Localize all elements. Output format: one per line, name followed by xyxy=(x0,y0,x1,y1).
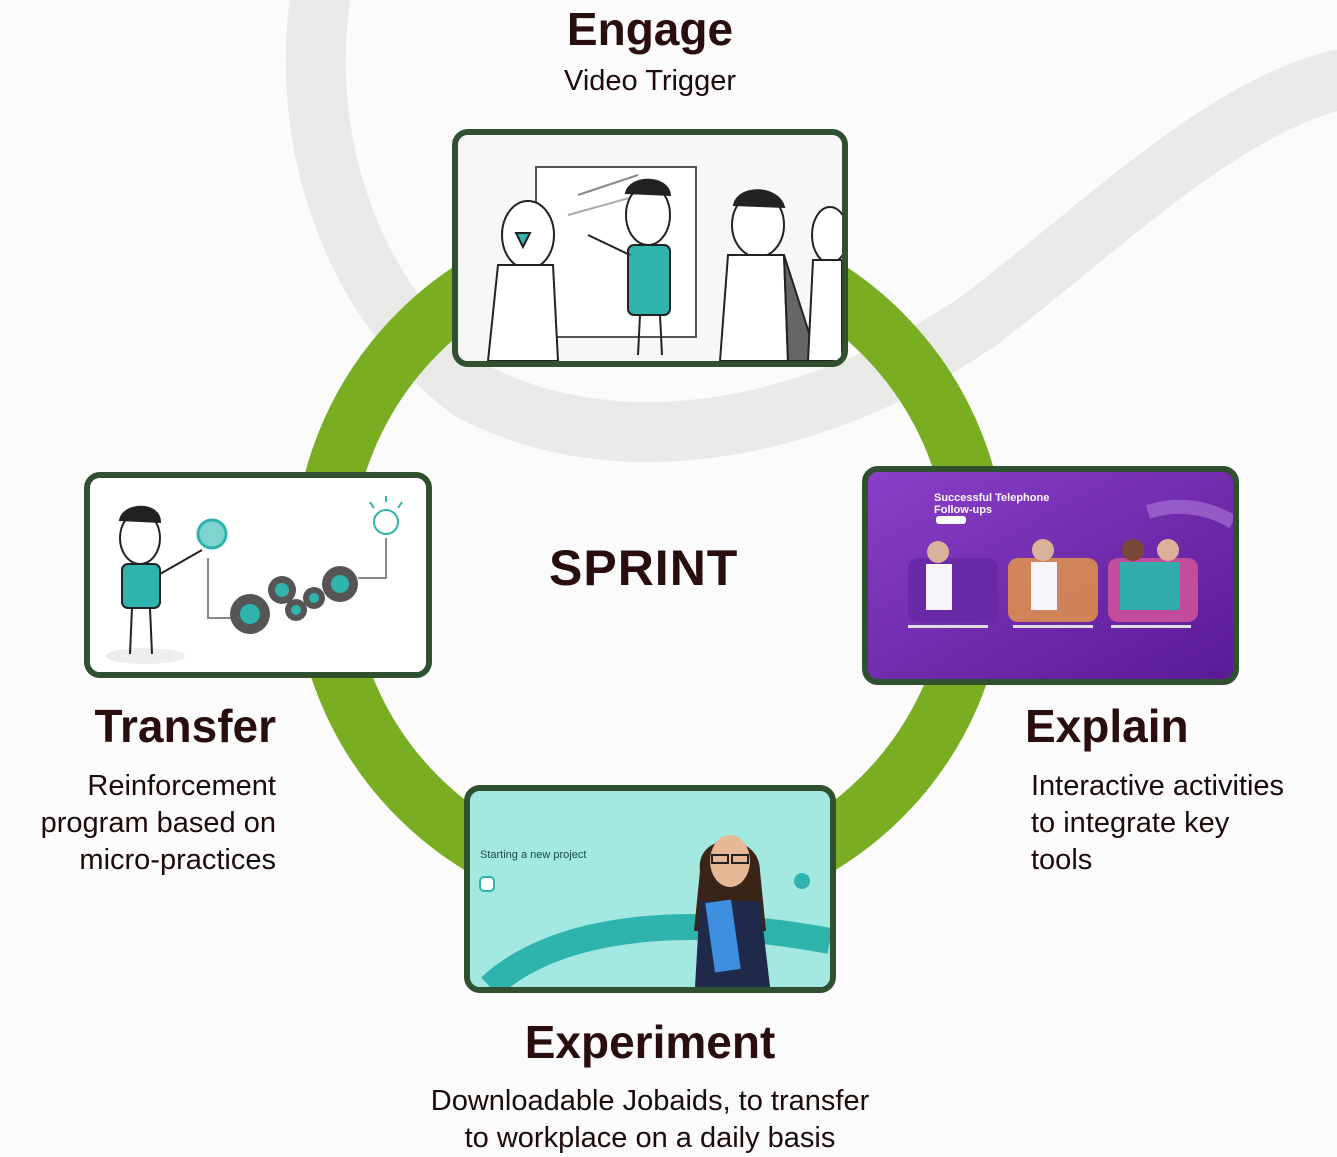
transfer-title: Transfer xyxy=(94,700,276,752)
transfer-character xyxy=(118,505,203,655)
explain-people xyxy=(908,539,1198,622)
person-left xyxy=(486,200,560,361)
explain-card-title: Successful Telephone Follow-ups xyxy=(934,492,1050,516)
engage-subtitle: Video Trigger xyxy=(564,65,736,97)
background-swoosh xyxy=(285,0,1337,463)
lightbulb-icon xyxy=(369,496,403,535)
engage-video-card[interactable] xyxy=(452,129,848,367)
explain-description: Interactive activities to integrate key … xyxy=(1031,770,1285,876)
experiment-jobaid-card[interactable]: Starting a new project xyxy=(464,785,836,993)
explain-activity-card[interactable]: Successful Telephone Follow-ups xyxy=(862,466,1239,685)
transfer-description: Reinforcement program based on micro-pra… xyxy=(40,770,276,876)
experiment-card-title: Starting a new project xyxy=(480,849,587,861)
transfer-program-card[interactable] xyxy=(84,472,432,678)
experiment-title: Experiment xyxy=(524,1016,776,1068)
engage-title: Engage xyxy=(566,3,734,55)
experiment-woman xyxy=(694,835,770,987)
person-far-right xyxy=(806,206,842,361)
explain-title: Explain xyxy=(1025,700,1189,752)
explain-screen xyxy=(868,472,1233,679)
transfer-illustration xyxy=(90,478,426,672)
sprint-title: SPRINT xyxy=(549,540,739,596)
experiment-description: Downloadable Jobaids, to transfer to wor… xyxy=(430,1085,870,1154)
person-right xyxy=(718,189,820,361)
gear-icons xyxy=(230,566,358,634)
engage-illustration xyxy=(458,135,842,361)
experiment-screen xyxy=(470,791,830,987)
presenter xyxy=(587,178,672,356)
